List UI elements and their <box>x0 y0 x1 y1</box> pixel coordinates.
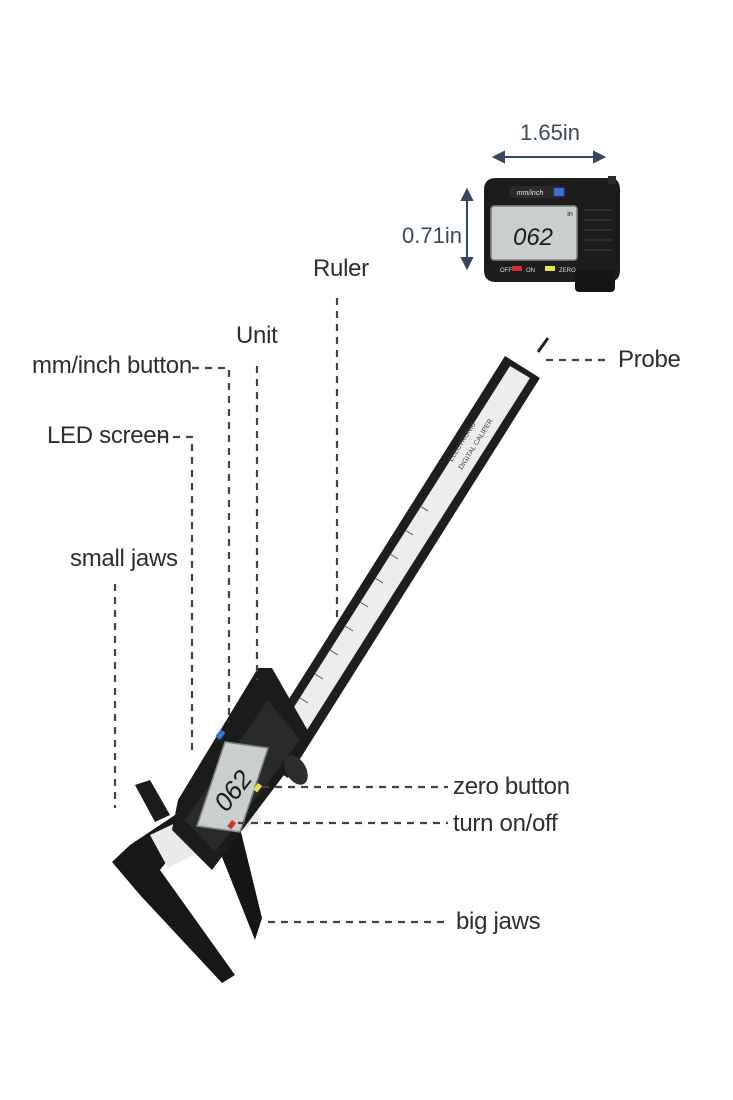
on-off-button <box>227 820 237 830</box>
probe-tip <box>536 337 550 353</box>
detail-off-label: OFF <box>500 268 512 274</box>
fixed-big-jaw <box>112 815 235 983</box>
leader-mm-inch <box>192 366 231 722</box>
label-ruler: Ruler <box>313 255 369 282</box>
detail-lcd-reading: 062 <box>513 224 553 251</box>
led-screen <box>196 741 269 833</box>
caliper-head <box>172 668 312 870</box>
label-small-jaws: small jaws <box>70 545 178 572</box>
thumb-wheel <box>284 755 308 785</box>
label-big-jaws: big jaws <box>456 908 541 935</box>
detail-on-label: ON <box>526 268 535 274</box>
label-mm-inch-button: mm/inch button <box>32 352 192 379</box>
label-zero-button: zero button <box>453 773 570 800</box>
label-unit: Unit <box>236 322 278 349</box>
width-dimension-label: 1.65in <box>520 120 580 145</box>
detail-zero-button <box>545 266 555 271</box>
leader-lines <box>113 298 610 924</box>
label-turn-on-off: turn on/off <box>453 810 558 837</box>
width-dimension-arrow <box>491 150 607 164</box>
height-dimension-arrow <box>460 187 474 271</box>
detail-on-button <box>512 266 522 271</box>
zero-button <box>253 783 263 793</box>
detail-head <box>484 176 620 292</box>
unit-button <box>215 729 226 740</box>
caliper-ruler <box>253 337 550 778</box>
height-dimension-label: 0.71in <box>402 223 462 248</box>
sliding-big-jaw <box>215 828 262 940</box>
ruler-scale-ticks <box>299 505 429 704</box>
detail-lcd-screen <box>490 205 578 261</box>
label-led-screen: LED screen <box>47 422 170 449</box>
detail-unit-button <box>554 188 564 196</box>
detail-header-label: mm/inch <box>517 190 544 197</box>
detail-lcd-unit: in <box>567 211 573 218</box>
leader-led-screen <box>160 435 194 752</box>
label-probe: Probe <box>618 346 681 373</box>
fixed-small-jaw <box>135 780 170 822</box>
detail-zero-label: ZERO <box>559 268 576 274</box>
